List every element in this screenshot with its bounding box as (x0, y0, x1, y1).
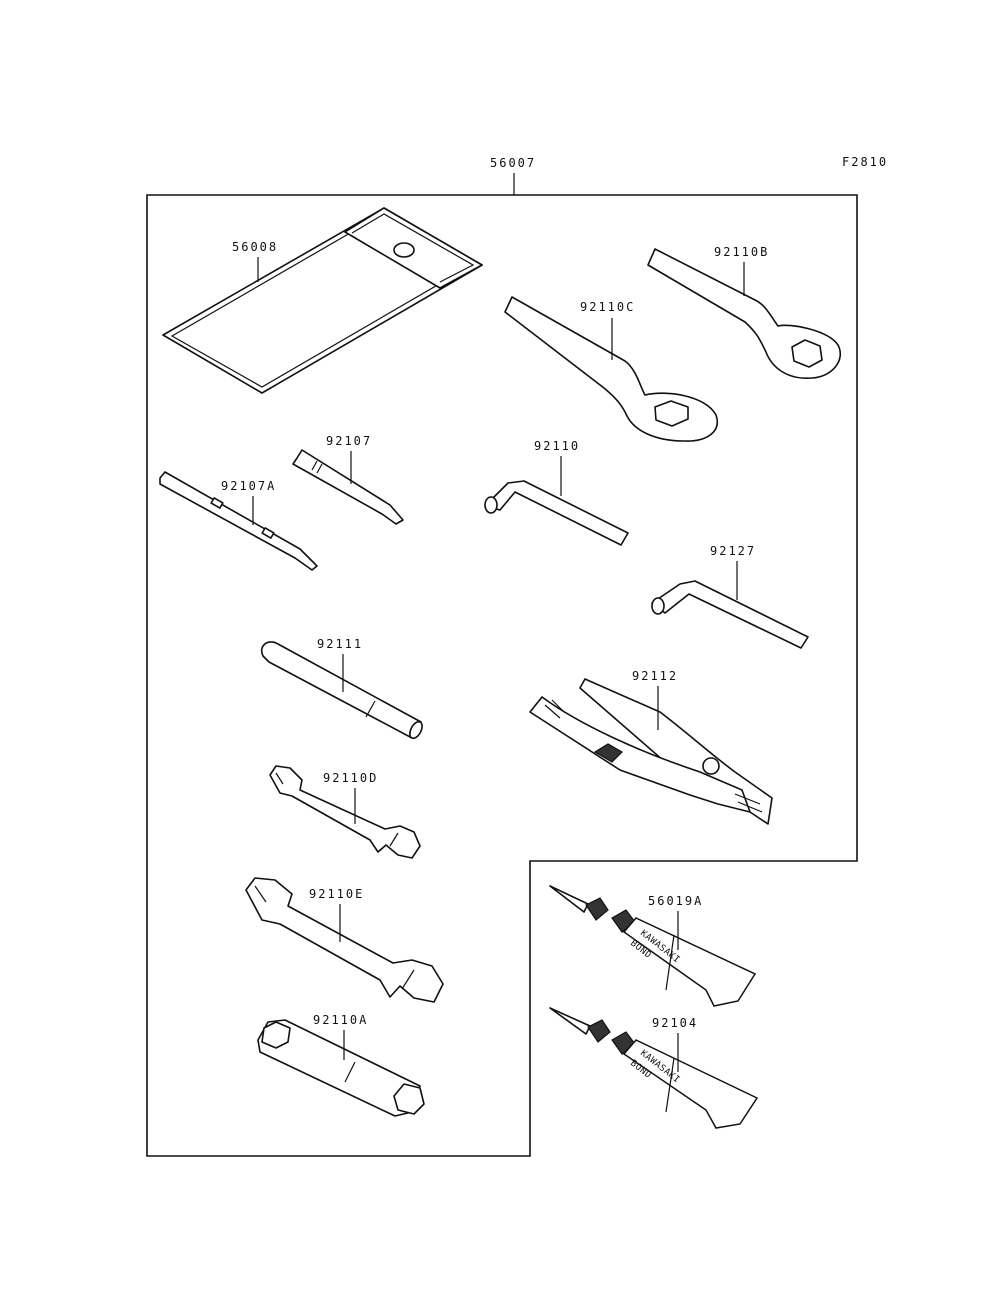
part-label-plug-wrench: 92110A (313, 1013, 368, 1027)
bond-tube-2: KAWASAKI BOND (549, 1007, 759, 1129)
pliers (529, 678, 773, 825)
screwdriver-double-bit (159, 471, 318, 571)
box-wrench-c (504, 296, 719, 442)
part-label-driver: 92107 (326, 434, 372, 448)
plug-wrench (257, 1019, 425, 1117)
tool-pouch (162, 207, 483, 394)
part-label-bond-tube-2: 92104 (652, 1016, 698, 1030)
part-label-driver-a: 92107A (221, 479, 276, 493)
part-label-bond-tube-1: 56019A (648, 894, 703, 908)
spanner-large (245, 877, 444, 1003)
screwdriver-bit (292, 449, 404, 525)
box-wrench-b (647, 248, 841, 379)
part-label-wrench-c: 92110C (580, 300, 635, 314)
part-label-extension-bar: 92111 (317, 637, 363, 651)
assembly-label: 56007 (490, 156, 536, 170)
part-label-pliers: 92112 (632, 669, 678, 683)
part-label-pouch: 56008 (232, 240, 278, 254)
part-label-hex-key: 92110 (534, 439, 580, 453)
part-label-wrench-b: 92110B (714, 245, 769, 259)
spanner-small (269, 765, 421, 859)
figure-code: F2810 (842, 155, 888, 169)
hex-key-large (484, 480, 629, 546)
part-label-hex-key-small: 92127 (710, 544, 756, 558)
extension-bar (260, 641, 423, 740)
assembly-frame (146, 194, 858, 1157)
hex-key-small (651, 580, 809, 649)
part-label-spanner-e: 92110E (309, 887, 364, 901)
part-label-spanner-d: 92110D (323, 771, 378, 785)
